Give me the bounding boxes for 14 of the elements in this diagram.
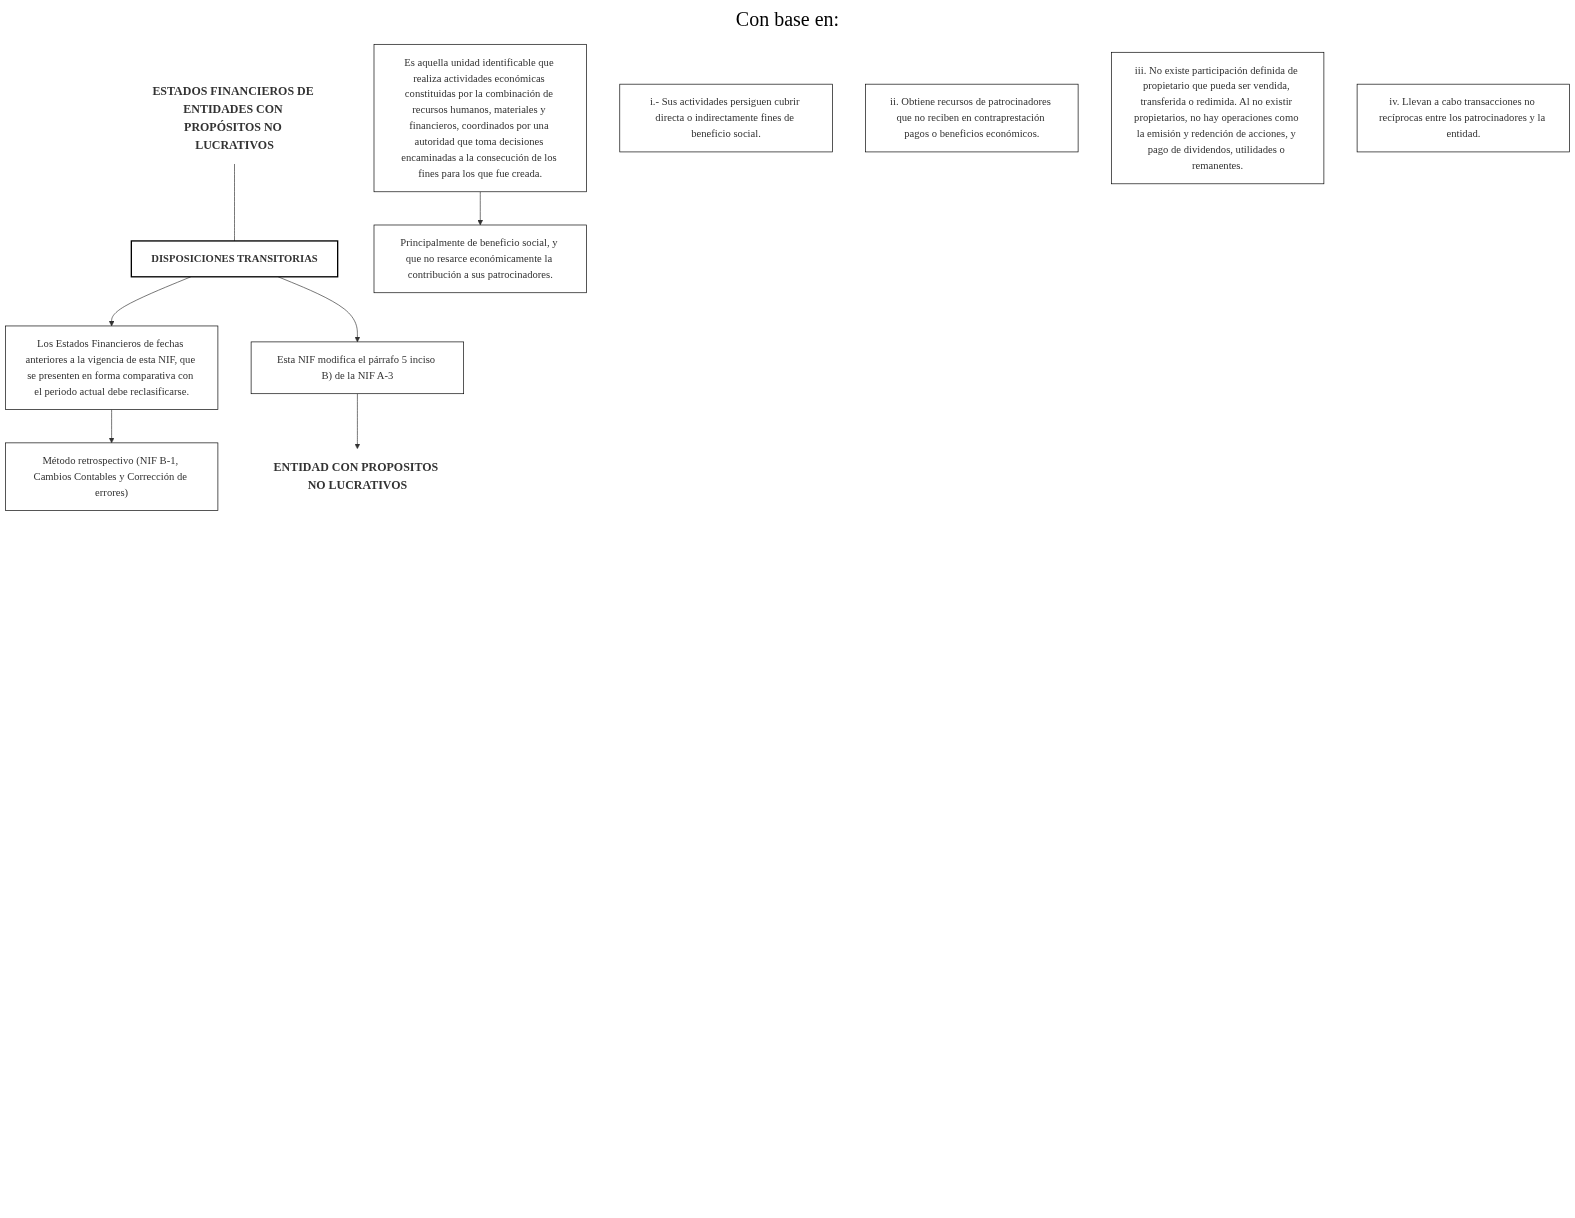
- connector: [234, 163, 235, 242]
- node-text: ESTADOS FINANCIEROS DE ENTIDADES CON PROPÓSITOS NO LUCRATIVOS: [152, 84, 314, 152]
- node-box: ii. Obtiene recursos de patrocinadores que no reciben en contraprestación pagos o beneficios económicos.: [865, 83, 1079, 153]
- node-box: iv. Llevan a cabo transacciones no recíprocas entre los patrocinadores y la entidad.: [1356, 83, 1570, 153]
- node-box: iii. No existe participación definida de propietario que pueda ser vendida, transferida o redimida. Al no existir propietarios, no hay operaciones como la emisión y redención de acciones, y pago de dividendos, utilidades o remanentes.: [1111, 51, 1325, 185]
- node-text: ENTIDAD CON PROPOSITOS NO LUCRATIVOS: [273, 460, 439, 493]
- node-box: i.- Sus actividades persiguen cubrir directa o indirectamente fines de beneficio social.: [619, 83, 833, 153]
- note-text: Con base en:: [735, 8, 840, 30]
- node-box: Método retrospectivo (NIF B-1, Cambios Contables y Corrección de errores): [5, 442, 219, 511]
- node-box: Es aquella unidad identificable que realiza actividades económicas constituidas por la combinación de recursos humanos, materiales y financieros, coordinados por una autoridad que toma decisiones encaminadas a la consecución de los fines para los que fue creada.: [373, 44, 587, 193]
- node-box: DISPOSICIONES TRANSITORIAS: [130, 240, 339, 278]
- node-box: Los Estados Financieros de fechas anteriores a la vigencia de esta NIF, que se presenten en forma comparativa con el periodo actual debe reclasificarse.: [5, 325, 219, 410]
- node-box: Principalmente de beneficio social, y que no resarce económicamente la contribución a sus patrocinadores.: [373, 224, 587, 294]
- node-box: Esta NIF modifica el párrafo 5 inciso B) de la NIF A-3: [250, 341, 464, 395]
